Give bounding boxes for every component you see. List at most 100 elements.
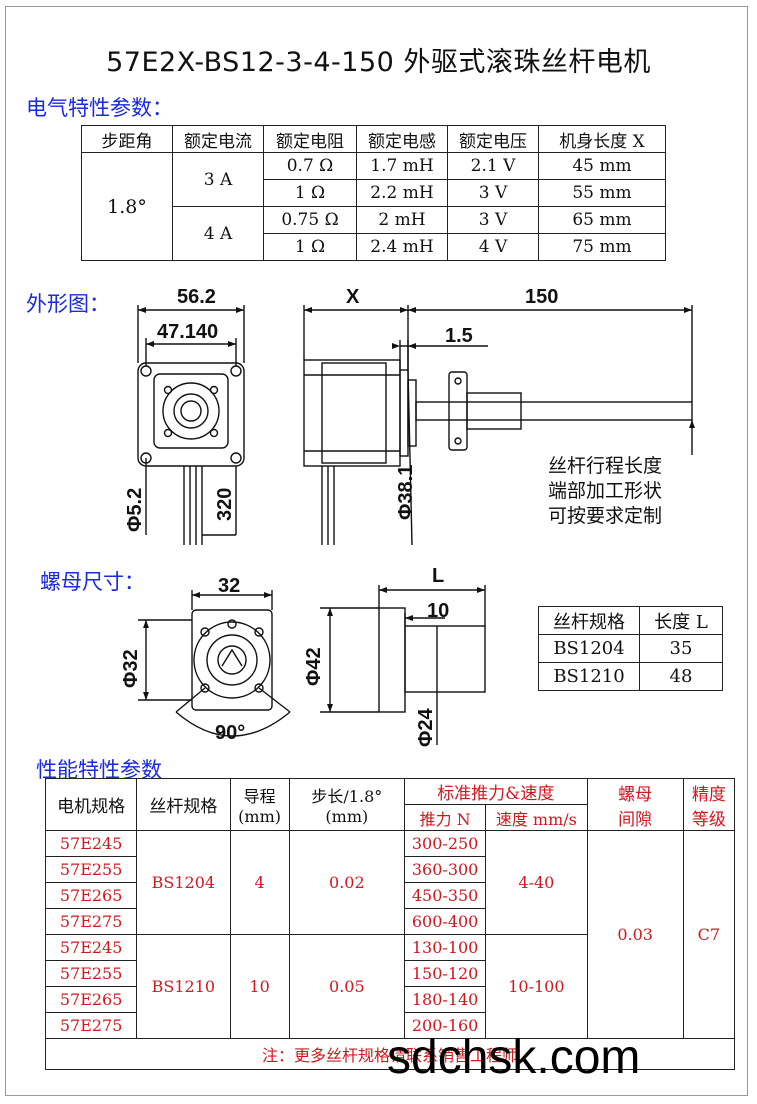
nut-side-body: [404, 625, 486, 693]
cell-force: 200-160: [403, 1012, 487, 1039]
cell-inductance: 2.4 mH: [356, 233, 448, 261]
cell-current: 4 A: [172, 206, 264, 261]
cell-resistance: 0.7 Ω: [263, 152, 357, 180]
nut-dim-dia: Φ32: [120, 649, 142, 688]
cell-grade: C7: [682, 830, 736, 1039]
mount-hole: [140, 365, 152, 377]
cell-motor: 57E255: [44, 856, 138, 883]
cell-length-l: 35: [639, 634, 723, 663]
page-title: 57E2X-BS12-3-4-150 外驱式滚珠丝杆电机: [106, 47, 651, 78]
cell-force: 300-250: [403, 830, 487, 857]
dim-shaft-length: 150: [525, 286, 559, 308]
dim-width: 56.2: [177, 286, 216, 308]
nut-bore: [173, 393, 209, 429]
outline-note: 丝杆行程长度 端部加工形状 可按要求定制: [548, 455, 663, 527]
motor-front-body: [137, 362, 245, 467]
header-step: 步长/1.8°(mm): [288, 778, 406, 831]
nut-side-flange: [378, 607, 406, 713]
cell-speed: 4-40: [485, 830, 588, 935]
cell-step-angle: 1.8°: [81, 152, 173, 261]
section-nut-heading: 螺母尺寸：: [40, 570, 145, 594]
cell-screw: BS1210: [136, 934, 231, 1039]
header-force: 推力 N: [403, 804, 487, 831]
screw-circle: [180, 400, 202, 422]
cell-inductance: 2.2 mH: [356, 179, 448, 207]
header-step-angle: 步距角: [81, 125, 173, 153]
cell-voltage: 2.1 V: [447, 152, 539, 180]
cell-motor: 57E265: [44, 986, 138, 1013]
nut-dim-width: 32: [218, 575, 241, 597]
header-lead: 导程(mm): [229, 778, 290, 831]
nut-dim-body-dia: Φ24: [415, 708, 437, 747]
cell-force: 450-350: [403, 882, 487, 909]
dim-hole-pitch: 47.140: [157, 321, 219, 343]
header-force-speed: 标准推力&速度: [404, 778, 588, 805]
dim-step: 1.5: [445, 325, 473, 347]
section-outline-heading: 外形图：: [26, 292, 110, 316]
cell-screw: BS1204: [136, 830, 231, 935]
header-screw-spec: 丝杆规格: [538, 606, 640, 635]
cell-screw-spec: BS1204: [538, 634, 640, 663]
header-length: 机身长度 X: [538, 125, 666, 153]
mount-hole: [230, 452, 242, 464]
header-inductance: 额定电感: [356, 125, 448, 153]
cell-length: 75 mm: [538, 233, 666, 261]
cell-force: 130-100: [403, 934, 487, 961]
outline-drawing: [137, 305, 695, 546]
cell-inductance: 1.7 mH: [356, 152, 448, 180]
cell-inductance: 2 mH: [356, 206, 448, 234]
cell-length: 55 mm: [538, 179, 666, 207]
lead-screw: [415, 401, 693, 421]
dim-x: X: [346, 286, 360, 308]
page-frame: [5, 6, 748, 1096]
header-screw-spec: 丝杆规格: [136, 778, 231, 831]
cell-length: 45 mm: [538, 152, 666, 180]
nut-drawing: [138, 585, 486, 745]
cell-speed: 10-100: [485, 934, 588, 1039]
header-resistance: 额定电阻: [263, 125, 357, 153]
nut-flange-front: [153, 373, 229, 449]
cell-voltage: 3 V: [447, 179, 539, 207]
flange-circle: [162, 382, 220, 440]
electrical-table: 步距角 额定电流 额定电阻 额定电感 额定电压 机身长度 X 1.8° 3 A …: [81, 125, 666, 261]
cell-voltage: 4 V: [447, 233, 539, 261]
cell-motor: 57E275: [44, 908, 138, 935]
dim-boss-dia: Φ38.1: [395, 464, 417, 520]
cell-lead: 4: [229, 830, 290, 935]
performance-note: 注：更多丝杆规格请联系销售工程师: [45, 1038, 735, 1070]
cell-motor: 57E245: [44, 830, 138, 857]
cell-motor: 57E245: [44, 934, 138, 961]
nut-dim-flange: 10: [427, 600, 450, 622]
cell-resistance: 1 Ω: [263, 179, 357, 207]
cell-length-l: 48: [639, 662, 723, 691]
cell-motor: 57E275: [44, 1012, 138, 1039]
performance-table: 电机规格 丝杆规格 导程(mm) 步长/1.8°(mm) 标准推力&速度 螺母间…: [44, 778, 736, 1070]
cell-lead: 10: [229, 934, 290, 1039]
section-electrical-heading: 电气特性参数：: [26, 96, 173, 120]
header-grade: 精度等级: [682, 778, 736, 831]
header-voltage: 额定电压: [447, 125, 539, 153]
header-speed: 速度 mm/s: [485, 804, 588, 831]
header-length-l: 长度 L: [639, 606, 723, 635]
nut-dim-length: L: [432, 565, 445, 587]
cell-step: 0.05: [288, 934, 406, 1039]
cell-voltage: 3 V: [447, 206, 539, 234]
dim-hole-dia: Φ5.2: [124, 487, 146, 532]
ball-nut-body: [466, 392, 522, 430]
cell-backlash: 0.03: [586, 830, 684, 1039]
cell-force: 360-300: [403, 856, 487, 883]
header-backlash: 螺母间隙: [586, 778, 684, 831]
mount-hole: [230, 365, 242, 377]
header-motor-spec: 电机规格: [44, 778, 138, 831]
cell-length: 65 mm: [538, 206, 666, 234]
cell-force: 150-120: [403, 960, 487, 987]
motor-front-plate: [399, 369, 409, 457]
cell-resistance: 1 Ω: [263, 233, 357, 261]
cell-step: 0.02: [288, 830, 406, 935]
cell-motor: 57E265: [44, 882, 138, 909]
cell-screw-spec: BS1210: [538, 662, 640, 691]
cell-force: 600-400: [403, 908, 487, 935]
cell-force: 180-140: [403, 986, 487, 1013]
cell-motor: 57E255: [44, 960, 138, 987]
watermark: sdchsk.com: [387, 1031, 641, 1084]
